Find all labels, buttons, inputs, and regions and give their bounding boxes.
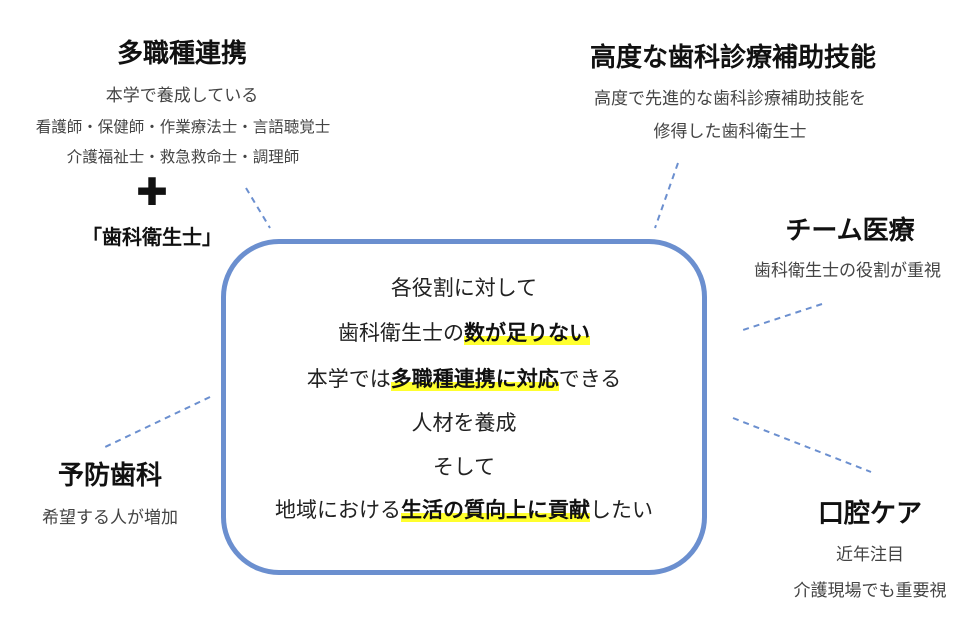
center-line-6-pre: 地域における: [275, 498, 401, 522]
center-line-4: 人材を養成: [411, 411, 517, 435]
connector-multi: [245, 187, 271, 229]
connector-team: [739, 303, 823, 332]
plus-icon: ✚: [136, 170, 168, 214]
center-line-6-post: したい: [590, 498, 653, 522]
center-line-2: 歯科衛生士の数が足りない: [226, 317, 702, 347]
node-team-desc: 歯科衛生士の役割が重視: [754, 261, 941, 281]
node-multi-desc-3: 介護福祉士・救急救命士・調理師: [66, 148, 300, 166]
node-oral-desc-1: 近年注目: [836, 545, 904, 565]
center-line-2-pre: 歯科衛生士の: [338, 321, 464, 345]
connector-advanced: [654, 162, 679, 229]
center-line-3: 本学では多職種連携に対応できる: [226, 363, 702, 393]
node-multi-bracket: 「歯科衛生士」: [82, 225, 222, 249]
highlight-quality-of-life: 生活の質向上に貢献: [401, 498, 590, 522]
center-line-5: そして: [432, 455, 496, 479]
node-advanced-desc-1: 高度で先進的な歯科診療補助技能を: [594, 89, 866, 109]
highlight-collaboration: 多職種連携に対応: [390, 367, 559, 391]
node-advanced-title: 高度な歯科診療補助技能: [589, 43, 876, 73]
center-line-3-post: できる: [558, 367, 622, 391]
node-oral-desc-2: 介護現場でも重要視: [793, 581, 947, 601]
node-prevent-title: 予防歯科: [57, 461, 162, 491]
connector-prevent: [102, 396, 211, 449]
highlight-shortage: 数が足りない: [464, 321, 590, 345]
node-team-title: チーム医療: [785, 216, 915, 246]
node-prevent-desc: 希望する人が増加: [42, 508, 178, 528]
node-oral-title: 口腔ケア: [817, 499, 922, 529]
node-multi-desc-1: 本学で養成している: [105, 86, 259, 106]
node-multi-title: 多職種連携: [116, 39, 247, 69]
node-multi-desc-2: 看護師・保健師・作業療法士・言語聴覚士: [35, 118, 331, 136]
connector-oral: [732, 417, 872, 473]
center-line-3-pre: 本学では: [306, 367, 391, 391]
center-line-1: 各役割に対して: [390, 276, 538, 300]
center-box: 各役割に対して 歯科衛生士の数が足りない 本学では多職種連携に対応できる 人材を…: [221, 239, 707, 575]
node-advanced-desc-2: 修得した歯科衛生士: [653, 122, 807, 142]
center-line-6: 地域における生活の質向上に貢献したい: [226, 494, 702, 524]
